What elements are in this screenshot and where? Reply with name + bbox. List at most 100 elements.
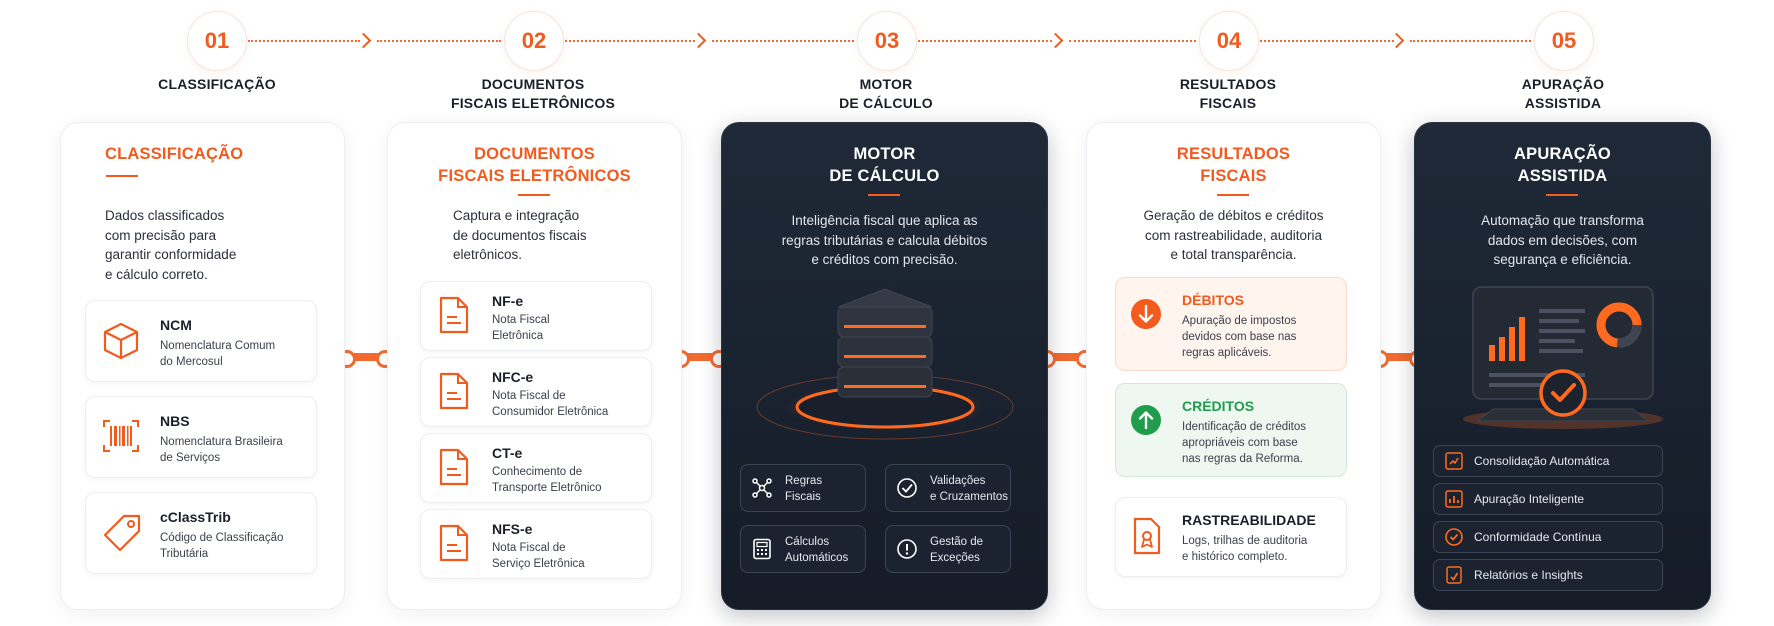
item-description: Código de Classificação Tributária	[160, 532, 284, 560]
title-divider	[1217, 194, 1249, 196]
item-title: cClassTrib	[160, 509, 231, 525]
item-description: Nomenclatura Brasileira de Serviços	[160, 436, 283, 464]
step-label-5: APURAÇÃO ASSISTIDA	[1521, 76, 1605, 111]
card-apuracao-assistida: APURAÇÃO ASSISTIDA Automação que transfo…	[1414, 122, 1711, 610]
chevron-right-icon	[1388, 32, 1405, 49]
audit-icon	[1133, 517, 1161, 555]
step-connector	[1069, 40, 1196, 42]
list-item-label: Consolidação Automática	[1474, 454, 1610, 468]
dashboard-illustration	[1463, 286, 1663, 429]
step-label-3: MOTOR DE CÁLCULO	[839, 76, 933, 111]
list-item-relatorios[interactable]: Relatórios e Insights	[1433, 559, 1663, 591]
item-ncm[interactable]: NCM Nomenclatura Comum do Mercosul	[85, 300, 317, 382]
creditos-title: CRÉDITOS	[1182, 398, 1255, 414]
title-divider	[518, 194, 550, 196]
title-divider	[106, 175, 138, 177]
step-connector	[248, 40, 360, 42]
chevron-right-icon	[355, 32, 372, 49]
card-motor-calculo: MOTOR DE CÁLCULO Inteligência fiscal que…	[721, 122, 1048, 610]
document-icon	[439, 372, 469, 410]
step-connector	[565, 40, 695, 42]
alert-icon	[897, 539, 917, 559]
card-classificacao: CLASSIFICAÇÃO Dados classificados com pr…	[60, 122, 345, 610]
tile-calculos[interactable]: Cálculos Automáticos	[740, 525, 866, 573]
card-resultados-fiscais: RESULTADOS FISCAIS Geração de débitos e …	[1086, 122, 1381, 610]
step-connector	[377, 40, 501, 42]
item-cte[interactable]: CT-e Conhecimento de Transporte Eletrôni…	[420, 433, 652, 503]
debitos-box[interactable]: DÉBITOS Apuração de impostos devidos com…	[1115, 277, 1347, 371]
item-description: Nota Fiscal de Serviço Eletrônica	[492, 542, 585, 570]
item-title: NFC-e	[492, 369, 534, 385]
list-item-label: Relatórios e Insights	[1474, 568, 1583, 582]
title-divider	[868, 194, 900, 196]
step-connector	[1260, 40, 1394, 42]
step-number-2: 02	[504, 11, 564, 71]
list-item-conformidade[interactable]: Conformidade Contínua	[1433, 521, 1663, 553]
step-connector	[712, 40, 854, 42]
item-title: CT-e	[492, 445, 523, 461]
step-number-4: 04	[1199, 11, 1259, 71]
document-icon	[439, 524, 469, 562]
document-icon	[439, 448, 469, 486]
rastreabilidade-description: Logs, trilhas de auditoria e histórico c…	[1182, 535, 1308, 563]
barcode-icon	[103, 420, 139, 452]
list-item-consolidacao[interactable]: Consolidação Automática	[1433, 445, 1663, 477]
tile-label: Cálculos Automáticos	[785, 536, 849, 564]
card-title: CLASSIFICAÇÃO	[105, 145, 244, 163]
item-title: NBS	[160, 413, 190, 429]
chevron-right-icon	[1047, 32, 1064, 49]
card-title: RESULTADOS FISCAIS	[1176, 145, 1291, 185]
step-connector	[1410, 40, 1531, 42]
card-description: Geração de débitos e créditos com rastre…	[1143, 208, 1324, 262]
card-description: Dados classificados com precisão para ga…	[105, 208, 237, 282]
tile-validacoes[interactable]: Validações e Cruzamentos	[885, 464, 1011, 512]
list-item-label: Conformidade Contínua	[1474, 530, 1602, 544]
step-number-1: 01	[187, 11, 247, 71]
check-icon	[1445, 528, 1463, 546]
tile-label: Gestão de Exceções	[930, 536, 984, 564]
item-description: Conhecimento de Transporte Eletrônico	[492, 466, 602, 494]
item-cclasstrib[interactable]: cClassTrib Código de Classificação Tribu…	[85, 492, 317, 574]
item-nfce[interactable]: NFC-e Nota Fiscal de Consumidor Eletrôni…	[420, 357, 652, 427]
step-label-1: CLASSIFICAÇÃO	[158, 76, 276, 92]
tile-gestao-excecoes[interactable]: Gestão de Exceções	[885, 525, 1011, 573]
card-description: Captura e integração de documentos fisca…	[453, 208, 587, 262]
chart-icon	[1445, 490, 1463, 508]
item-title: NCM	[160, 317, 192, 333]
creditos-box[interactable]: CRÉDITOS Identificação de créditos aprop…	[1115, 383, 1347, 477]
step-number-3: 03	[857, 11, 917, 71]
cube-icon	[103, 322, 139, 360]
card-title: MOTOR DE CÁLCULO	[829, 145, 940, 185]
item-title: NF-e	[492, 293, 524, 309]
tile-regras-fiscais[interactable]: Regras Fiscais	[740, 464, 866, 512]
item-nbs[interactable]: NBS Nomenclatura Brasileira de Serviços	[85, 396, 317, 478]
consolidation-icon	[1445, 452, 1463, 470]
calculator-icon	[753, 538, 771, 560]
card-connector	[338, 350, 394, 368]
tile-label: Regras Fiscais	[785, 475, 823, 503]
list-item-apuracao-inteligente[interactable]: Apuração Inteligente	[1433, 483, 1663, 515]
debitos-title: DÉBITOS	[1182, 292, 1244, 308]
debitos-description: Apuração de impostos devidos com base na…	[1182, 315, 1297, 359]
title-divider	[1546, 194, 1578, 196]
rastreabilidade-box[interactable]: RASTREABILIDADE Logs, trilhas de auditor…	[1115, 497, 1347, 577]
arrow-up-icon	[1131, 405, 1161, 435]
arrow-down-icon	[1131, 299, 1161, 329]
item-description: Nomenclatura Comum do Mercosul	[160, 340, 276, 368]
tag-icon	[103, 514, 141, 552]
check-circle-icon	[897, 478, 917, 498]
document-icon	[439, 296, 469, 334]
item-nfse[interactable]: NFS-e Nota Fiscal de Serviço Eletrônica	[420, 509, 652, 579]
report-icon	[1446, 566, 1462, 584]
creditos-description: Identificação de créditos apropriáveis c…	[1182, 421, 1307, 465]
item-nfe[interactable]: NF-e Nota Fiscal Eletrônica	[420, 281, 652, 351]
rastreabilidade-title: RASTREABILIDADE	[1182, 512, 1316, 528]
step-label-2: DOCUMENTOS FISCAIS ELETRÔNICOS	[450, 76, 616, 111]
tile-label: Validações e Cruzamentos	[930, 475, 1008, 503]
network-icon	[752, 478, 772, 498]
card-description: Inteligência fiscal que aplica as regras…	[781, 213, 988, 267]
card-documentos: DOCUMENTOS FISCAIS ELETRÔNICOS Captura e…	[387, 122, 682, 610]
server-illustration	[756, 288, 1014, 440]
item-description: Nota Fiscal de Consumidor Eletrônica	[492, 390, 609, 418]
step-label-4: RESULTADOS FISCAIS	[1179, 76, 1277, 111]
